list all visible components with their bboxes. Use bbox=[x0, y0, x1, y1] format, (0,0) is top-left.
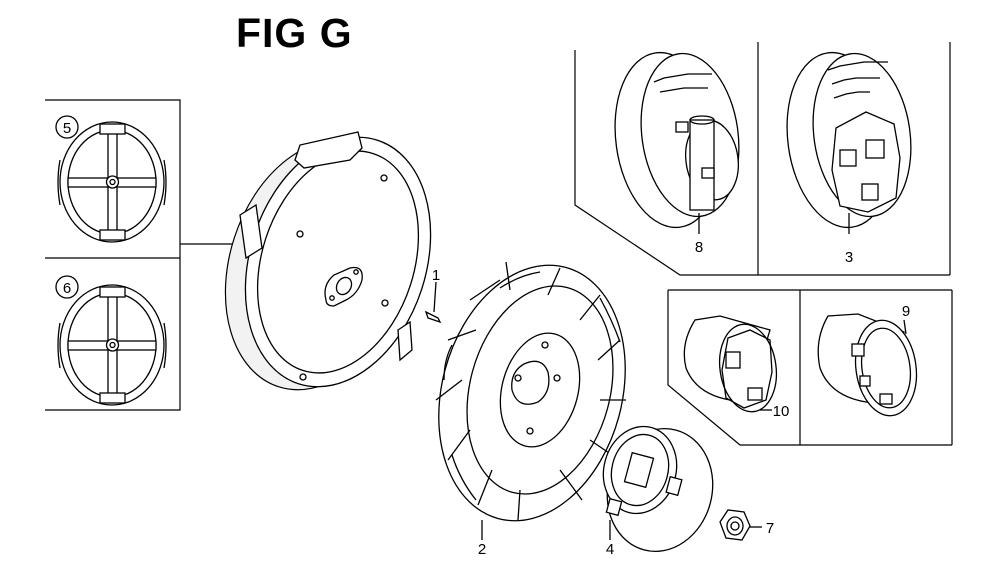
callout-3: 3 bbox=[845, 249, 853, 266]
top-right-variant-frame bbox=[574, 42, 951, 276]
callout-1: 1 bbox=[432, 267, 440, 284]
flywheel bbox=[224, 131, 432, 391]
part-7-flange-nut: 7 bbox=[719, 509, 774, 541]
variant-9-starter-sleeve: 9 bbox=[817, 303, 918, 417]
callout-5: 5 bbox=[63, 120, 71, 137]
left-variant-frame bbox=[45, 99, 236, 411]
callout-4: 4 bbox=[606, 541, 614, 558]
callout-8: 8 bbox=[695, 239, 703, 256]
callout-5-circle bbox=[55, 115, 79, 139]
variant-3-pulley: 3 bbox=[786, 51, 912, 266]
callout-6-circle bbox=[55, 275, 79, 299]
part-1-key: 1 bbox=[424, 267, 442, 324]
callout-10: 10 bbox=[773, 403, 790, 420]
callout-7: 7 bbox=[766, 520, 774, 537]
variant-5-face bbox=[57, 121, 167, 243]
callout-9: 9 bbox=[902, 303, 910, 320]
variant-10-starter-sleeve: 10 bbox=[683, 315, 790, 420]
variant-6-face bbox=[57, 284, 167, 406]
part-4-starter-pulley: 4 bbox=[602, 425, 714, 558]
bottom-right-variant-frame bbox=[667, 289, 953, 446]
callout-2: 2 bbox=[478, 541, 486, 558]
figure-title: FIG G bbox=[236, 10, 353, 56]
callout-6: 6 bbox=[63, 280, 71, 297]
part-2-cooling-fan: 2 bbox=[435, 261, 626, 558]
variant-8-pulley: 8 bbox=[614, 51, 740, 256]
